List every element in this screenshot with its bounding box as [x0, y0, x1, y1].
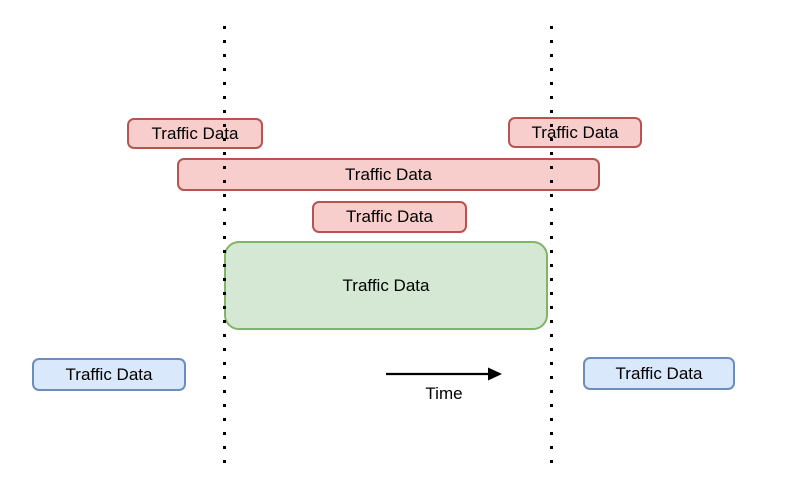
timeline-boundary-left	[223, 26, 226, 463]
traffic-data-label: Traffic Data	[65, 364, 153, 384]
time-axis-label: Time	[425, 384, 463, 403]
traffic-data-box-wide: Traffic Data	[177, 158, 600, 191]
traffic-data-box-bottom-left: Traffic Data	[32, 358, 186, 391]
traffic-data-label: Traffic Data	[615, 363, 703, 383]
traffic-data-box-top-right: Traffic Data	[508, 117, 642, 148]
time-axis: Time	[385, 364, 503, 404]
traffic-data-label: Traffic Data	[345, 164, 432, 184]
traffic-data-box-green-center: Traffic Data	[224, 241, 548, 330]
traffic-data-label: Traffic Data	[531, 122, 619, 142]
traffic-data-box-middle: Traffic Data	[312, 201, 467, 233]
traffic-data-label: Traffic Data	[346, 207, 433, 226]
traffic-data-box-top-left: Traffic Data	[127, 118, 263, 149]
time-arrow-icon	[386, 367, 502, 381]
traffic-data-label: Traffic Data	[151, 123, 239, 143]
timeline-boundary-right	[550, 26, 553, 463]
traffic-data-box-bottom-right: Traffic Data	[583, 357, 735, 390]
traffic-data-label: Traffic Data	[342, 275, 430, 295]
